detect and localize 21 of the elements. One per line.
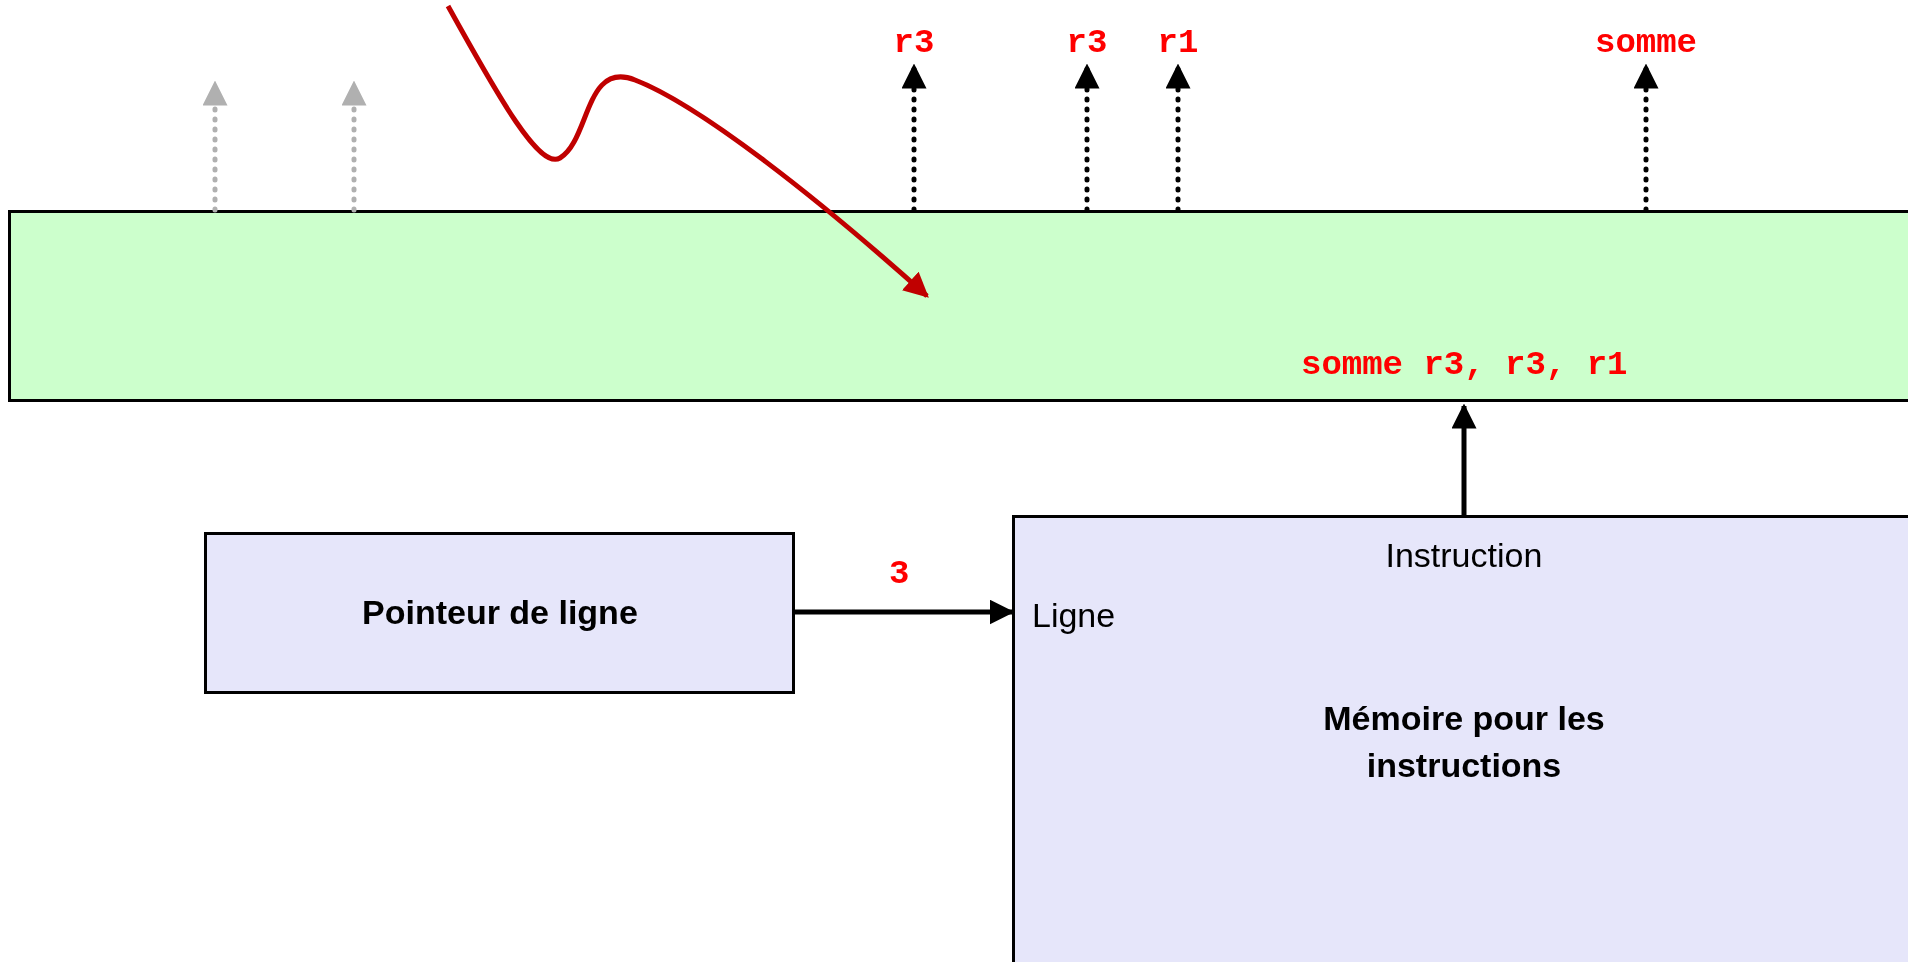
- arrow: [1633, 63, 1659, 213]
- register-label: r3: [1066, 24, 1108, 62]
- arrow: [1074, 63, 1100, 213]
- register-label: r1: [1157, 24, 1199, 62]
- arrow: [1165, 63, 1191, 213]
- decoder-band: [8, 210, 1908, 402]
- arrow: [1451, 403, 1477, 515]
- operation-label: somme: [1595, 24, 1698, 62]
- instruction-text: somme r3, r3, r1: [1301, 346, 1628, 384]
- port-label: Instruction: [1385, 535, 1543, 575]
- box-title: Mémoire pour les instructions: [1322, 697, 1606, 787]
- port-label: Ligne: [1032, 595, 1116, 635]
- arrow: [445, 4, 929, 298]
- block-box: [1012, 515, 1908, 962]
- arrow: [795, 599, 1015, 625]
- block-box: [204, 532, 795, 694]
- arrow: [202, 80, 228, 213]
- arrow: [901, 63, 927, 213]
- register-label: r3: [893, 24, 935, 62]
- arrow: [341, 80, 367, 213]
- box-title: Pointeur de ligne: [362, 592, 638, 632]
